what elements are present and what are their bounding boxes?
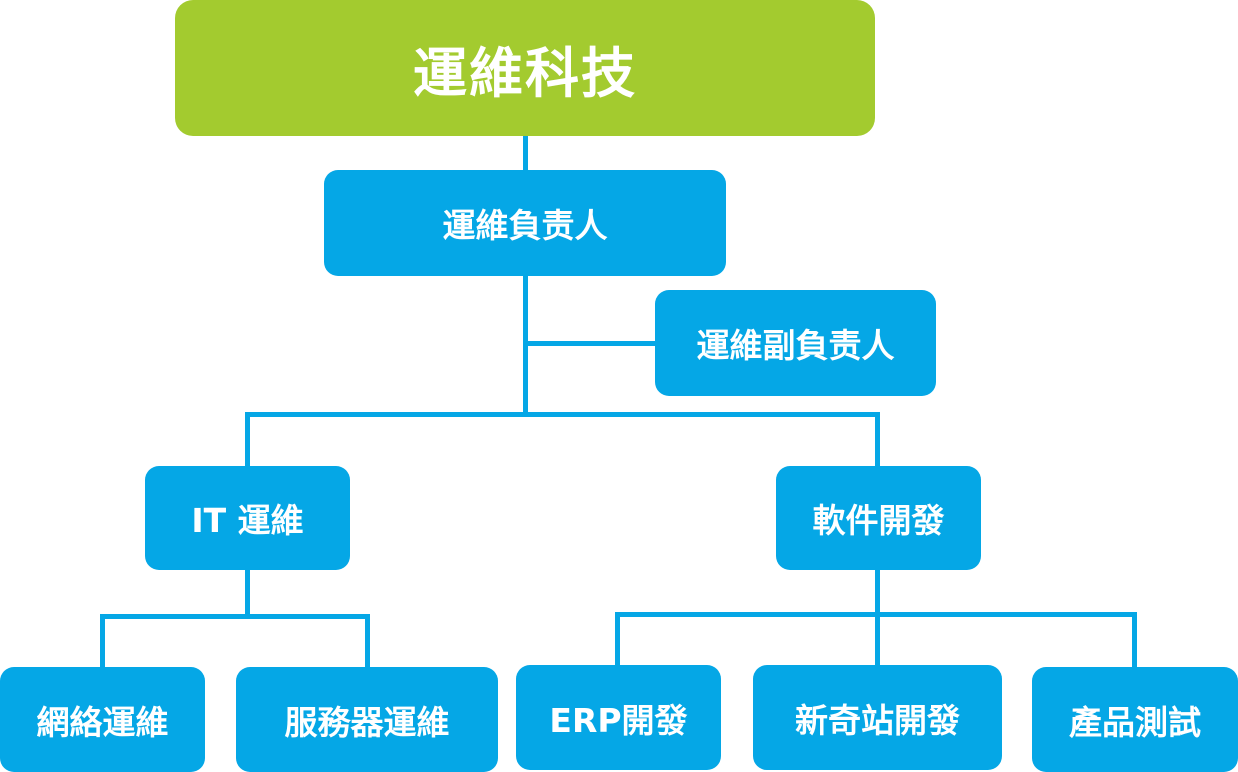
team-node-network: 網絡運維 bbox=[0, 667, 205, 772]
connector-to-server bbox=[365, 614, 370, 667]
head-node: 運維負责人 bbox=[324, 170, 726, 276]
department-node-software: 軟件開發 bbox=[776, 466, 981, 570]
department-node-it: IT 運維 bbox=[145, 466, 350, 570]
team-node-site: 新奇站開發 bbox=[753, 665, 1002, 770]
connector-software-trunk bbox=[875, 570, 880, 614]
team-label-site: 新奇站開發 bbox=[795, 700, 960, 740]
connector-to-site bbox=[875, 612, 880, 665]
team-node-server: 服務器運維 bbox=[236, 667, 498, 772]
head-label: 運維負责人 bbox=[442, 206, 608, 245]
team-label-server: 服務器運維 bbox=[284, 702, 450, 742]
department-label-software: 軟件開發 bbox=[812, 501, 945, 540]
connector-to-erp bbox=[615, 612, 620, 665]
deputy-head-label: 運維副負责人 bbox=[696, 326, 895, 365]
deputy-head-node: 運維副負责人 bbox=[655, 290, 936, 396]
department-label-it: IT 運維 bbox=[191, 501, 304, 540]
connector-to-it bbox=[245, 412, 250, 466]
connector-it-teams-bar bbox=[100, 614, 370, 619]
connector-to-software bbox=[875, 412, 880, 466]
org-root-node: 運維科技 bbox=[175, 0, 875, 136]
connector-it-trunk bbox=[245, 570, 250, 616]
team-label-network: 網絡運維 bbox=[36, 702, 169, 742]
connector-to-deputy bbox=[523, 341, 655, 346]
org-root-label: 運維科技 bbox=[413, 41, 637, 105]
connector-root-to-head bbox=[523, 136, 528, 170]
team-label-erp: ERP開發 bbox=[549, 700, 688, 740]
connector-to-network bbox=[100, 614, 105, 667]
team-node-testing: 產品測試 bbox=[1032, 667, 1238, 772]
connector-head-trunk bbox=[523, 276, 528, 417]
connector-to-test bbox=[1132, 612, 1137, 667]
team-label-testing: 產品測試 bbox=[1069, 702, 1201, 742]
connector-departments-bar bbox=[245, 412, 880, 417]
team-node-erp: ERP開發 bbox=[516, 665, 721, 770]
